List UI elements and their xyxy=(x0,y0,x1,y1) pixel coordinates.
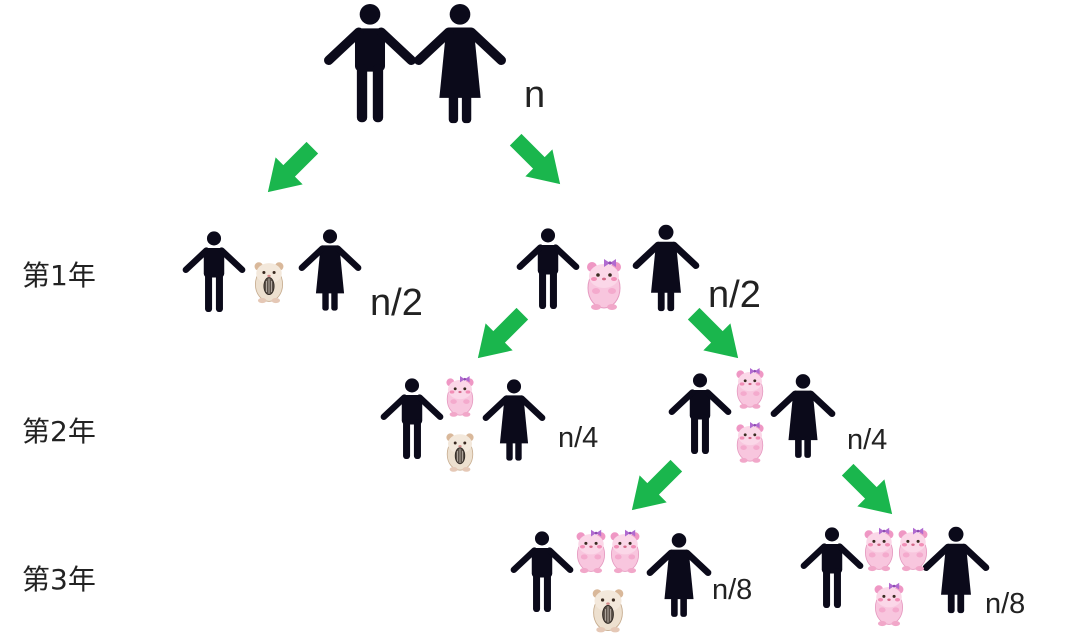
hamster-pink-icon xyxy=(898,527,928,572)
gen1-left-count: n/2 xyxy=(370,282,423,324)
family-root xyxy=(329,4,502,123)
gen2-right-count: n/4 xyxy=(847,424,888,456)
woman-icon xyxy=(302,229,358,310)
family-gen3-0 xyxy=(514,530,708,633)
arrow-down-left-icon xyxy=(477,307,529,359)
hamster-pink-icon xyxy=(874,582,904,627)
woman-icon xyxy=(419,4,502,123)
hamster-pink-icon xyxy=(610,529,640,574)
man-icon xyxy=(186,231,242,312)
man-icon xyxy=(514,531,570,612)
hamster-pink-icon xyxy=(586,258,622,311)
man-icon xyxy=(804,527,860,608)
man-icon xyxy=(520,228,576,309)
hamster-plain-icon xyxy=(592,588,624,633)
gen3-right-count: n/8 xyxy=(985,588,1026,620)
man-icon xyxy=(384,378,440,459)
arrow-down-left-icon xyxy=(631,459,683,511)
year-label-1: 第1年 xyxy=(22,259,96,292)
year-label-2: 第2年 xyxy=(22,415,96,448)
year-label-3: 第3年 xyxy=(22,563,96,596)
gen3-left-count: n/8 xyxy=(712,574,753,606)
family-gen2-1 xyxy=(672,367,832,464)
root-count: n xyxy=(524,74,546,116)
gen2-left-count: n/4 xyxy=(558,422,599,454)
man-icon xyxy=(672,373,728,454)
family-gen3-1 xyxy=(804,527,986,627)
hamster-pink-icon xyxy=(445,375,475,418)
woman-icon xyxy=(650,533,708,617)
man-icon xyxy=(329,4,412,122)
arrow-down-left-icon xyxy=(267,141,319,193)
woman-icon xyxy=(486,379,542,460)
arrow-down-right-icon xyxy=(841,463,893,515)
family-gen1-1 xyxy=(520,225,696,311)
hamster-pink-icon xyxy=(576,529,606,574)
hamster-plain-icon xyxy=(445,432,475,473)
hamster-pink-icon xyxy=(735,367,765,410)
family-gen2-0 xyxy=(384,375,542,473)
hamster-pink-icon xyxy=(864,527,894,572)
gen1-right-count: n/2 xyxy=(708,274,761,316)
hamster-pink-icon xyxy=(735,421,765,464)
arrow-down-right-icon xyxy=(509,133,561,185)
family-gen1-0 xyxy=(186,229,358,312)
woman-icon xyxy=(774,374,832,458)
woman-icon xyxy=(926,527,986,613)
woman-icon xyxy=(636,225,696,311)
hamster-plain-icon xyxy=(254,261,284,304)
